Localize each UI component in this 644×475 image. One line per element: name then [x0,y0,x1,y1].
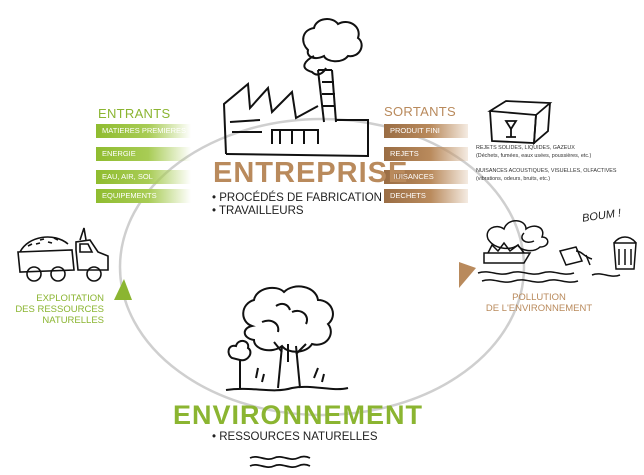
nuisances-note-1: NUISANCES ACOUSTIQUES, VISUELLES, OLFACT… [476,168,617,174]
sortants-title: SORTANTS [384,104,456,119]
sortant-item: REJETS [384,147,468,161]
entrant-item: MATIERES PREMIERES [96,124,191,138]
sortant-item: PRODUIT FINI [384,124,468,138]
entreprise-bullet-2: • TRAVAILLEURS [212,205,304,217]
entrants-title: ENTRANTS [98,106,171,121]
rejets-note-1: REJETS SOLIDES, LIQUIDES, GAZEUX [476,145,575,151]
box-icon [484,97,556,145]
water-icon [248,452,312,474]
tree-icon [222,282,352,402]
exploitation-caption: EXPLOITATION DES RESSOURCES NATURELLES [15,293,104,326]
cycle-arrow-green [114,279,132,300]
truck-icon [14,226,114,284]
entrant-item: ENERGIE [96,147,191,161]
rejets-note-2: (Déchets, fumées, eaux usées, poussières… [476,153,592,159]
sortant-item: DECHETS [384,189,468,203]
cycle-ellipse [118,117,526,417]
nuisances-note-2: (vibrations, odeurs, bruits, etc.) [476,176,551,182]
factory-icon [222,12,372,162]
entrant-item: EQUIPEMENTS [96,189,191,203]
environnement-bullet: • RESSOURCES NATURELLES [212,431,378,443]
entreprise-title: ENTREPRISE [213,157,409,189]
pollution-icon [474,205,644,287]
cycle-arrow-brown [459,262,476,288]
environnement-title: ENVIRONNEMENT [173,400,424,430]
entreprise-bullet-1: • PROCÉDÉS DE FABRICATION [212,192,382,204]
sortant-item: NUISANCES [384,170,468,184]
entrant-item: EAU, AIR, SOL [96,170,191,184]
pollution-caption: POLLUTION DE L'ENVIRONNEMENT [485,292,593,314]
